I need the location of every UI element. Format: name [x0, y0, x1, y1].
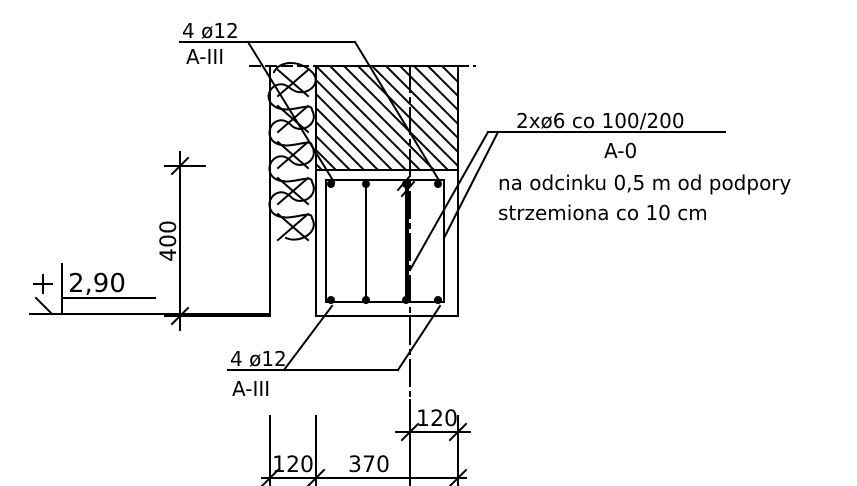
level-marker: [29, 263, 271, 316]
note-line-1: na odcinku 0,5 m od podpory: [498, 171, 792, 195]
bottom-bars-steel: A-III: [232, 377, 270, 401]
insulation-layer: [267, 62, 317, 317]
height-dimension: [164, 151, 271, 331]
stirrup-spec: 2xø6 co 100/200: [516, 109, 685, 133]
note-line-2: strzemiona co 10 cm: [498, 201, 708, 225]
bottom-bars-count: 4 ø12: [230, 347, 287, 371]
ceiling-slab-hatch: [315, 65, 459, 171]
stirrup-steel: A-0: [604, 139, 637, 163]
dim-b-label: 370: [348, 453, 390, 478]
leader-stirrups: [408, 130, 726, 272]
dim-c-label: 120: [416, 407, 458, 432]
leader-bottom-bars: [227, 304, 442, 372]
top-bars-steel: A-III: [186, 45, 224, 69]
beam-outline: [315, 169, 459, 317]
leader-top-bars: [179, 40, 442, 184]
height-dimension-label: 400: [157, 220, 182, 262]
dim-a-label: 120: [272, 453, 314, 478]
rebar-points: [327, 180, 442, 304]
stirrup-outer: [325, 179, 445, 303]
bottom-dimensions: [260, 399, 471, 486]
top-bars-count: 4 ø12: [182, 19, 239, 43]
level-value: 2,90: [68, 269, 126, 299]
